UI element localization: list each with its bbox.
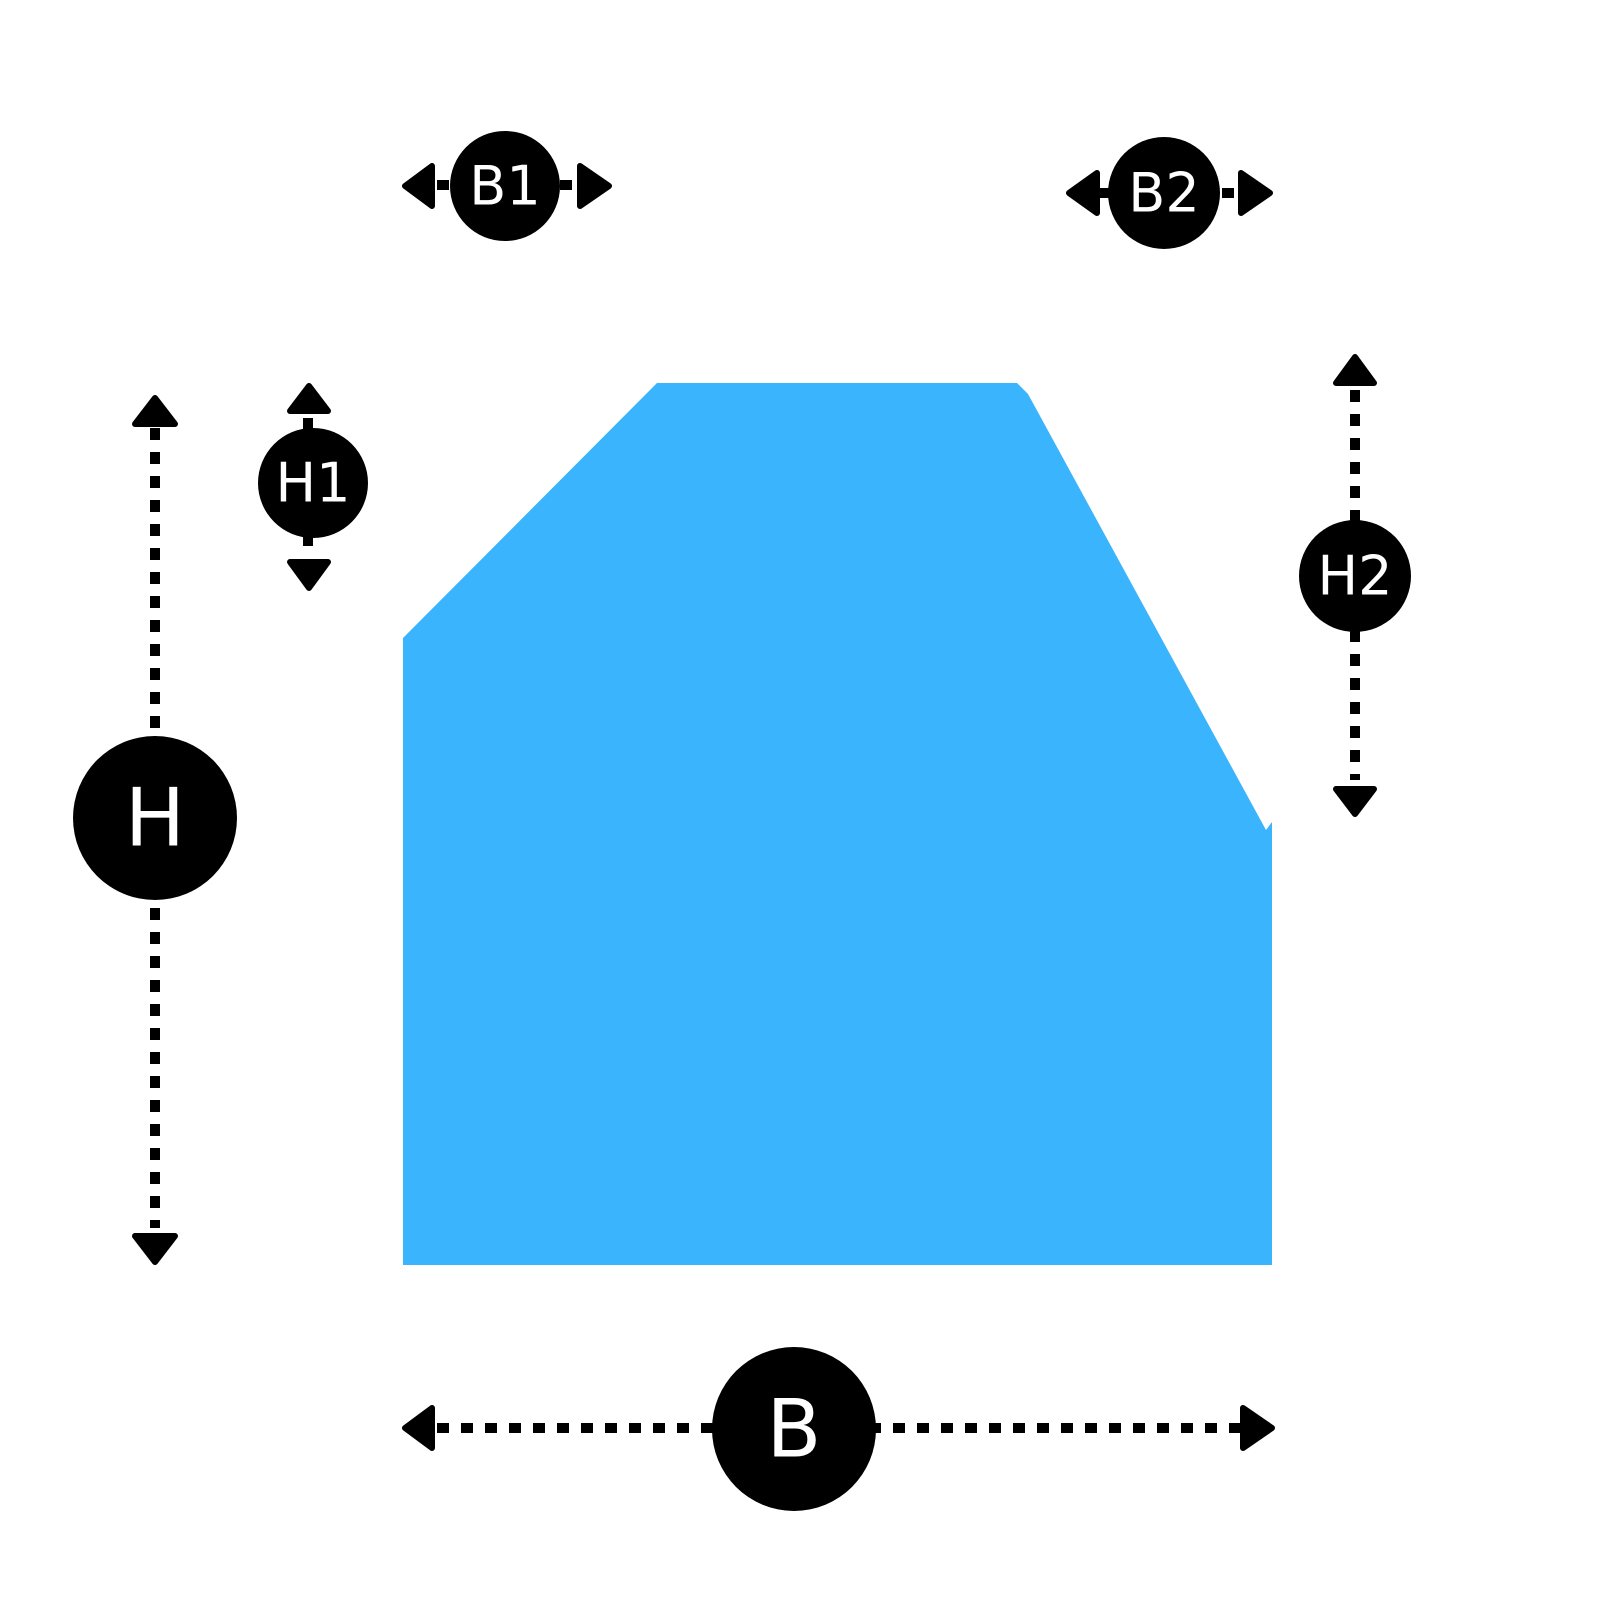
dimension-b: B — [402, 1347, 1275, 1511]
b2-label: B2 — [1128, 162, 1199, 225]
pentagon-shape — [403, 383, 1272, 1265]
h2-label: H2 — [1318, 545, 1393, 608]
arrow-down-icon — [132, 1233, 178, 1265]
h2-badge — [1299, 520, 1411, 632]
arrow-right-icon — [1238, 170, 1273, 216]
arrow-down-icon — [287, 559, 331, 591]
arrow-left-icon — [1066, 170, 1100, 216]
dimension-h1: H1 — [258, 383, 368, 591]
h1-label: H1 — [276, 452, 351, 515]
h-label: H — [125, 772, 185, 865]
b-badge — [712, 1347, 876, 1511]
arrow-right-icon — [1240, 1405, 1275, 1451]
arrow-left-icon — [402, 163, 435, 209]
h1-badge — [258, 428, 368, 538]
dimension-h: H — [73, 395, 237, 1265]
dimension-b1: B1 — [402, 131, 612, 241]
b1-label: B1 — [469, 155, 540, 218]
arrow-up-icon — [287, 383, 331, 414]
dimension-b2: B2 — [1066, 137, 1273, 249]
b1-badge — [450, 131, 560, 241]
arrow-up-icon — [132, 395, 178, 427]
b2-badge — [1108, 137, 1220, 249]
arrow-left-icon — [402, 1405, 435, 1451]
h-badge — [73, 736, 237, 900]
dimension-h2: H2 — [1299, 354, 1411, 817]
arrow-right-icon — [577, 163, 612, 209]
b-label: B — [767, 1383, 822, 1476]
arrow-up-icon — [1333, 354, 1377, 386]
arrow-down-icon — [1333, 786, 1377, 817]
